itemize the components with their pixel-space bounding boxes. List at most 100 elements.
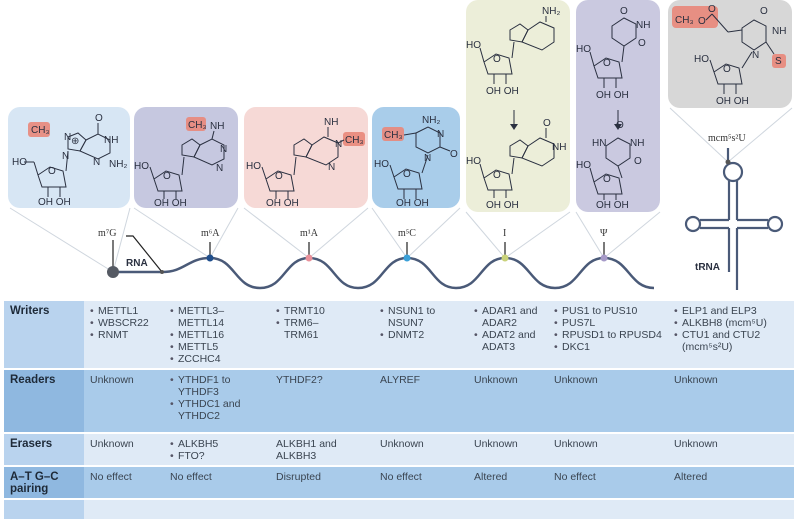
svg-text:O: O xyxy=(95,113,103,124)
svg-text:NH₂: NH₂ xyxy=(422,115,440,126)
row-header: A–T G–C pairing xyxy=(4,465,84,499)
m7g-label: m⁷G xyxy=(98,228,117,239)
svg-text:OH OH: OH OH xyxy=(486,200,519,211)
inosine-marker xyxy=(501,254,509,262)
erasers-m6a: ALKBH5FTO? xyxy=(170,438,264,462)
svg-text:CH₃: CH₃ xyxy=(31,125,50,136)
svg-text:CH₃: CH₃ xyxy=(384,130,403,141)
mcm5s2u-label: mcm⁵s²U xyxy=(708,133,746,144)
svg-text:NH₂: NH₂ xyxy=(109,159,127,170)
svg-text:NH₂: NH₂ xyxy=(542,6,560,17)
rna-label: RNA xyxy=(126,258,148,269)
pairing-pseudouridine: No effect xyxy=(548,465,668,499)
svg-text:N: N xyxy=(64,132,71,143)
adenosine-to-inosine-icon: NH₂ HOO OH OH HOO OH OH ONH xyxy=(466,6,566,211)
svg-text:O: O xyxy=(698,16,706,27)
svg-text:O: O xyxy=(708,4,716,15)
m1a-structure-icon: CH₃ NH HOO OH OH NN xyxy=(246,117,365,208)
pairing-m1a: Disrupted xyxy=(270,465,374,499)
svg-text:HO: HO xyxy=(576,44,591,55)
svg-text:N: N xyxy=(62,151,69,162)
trna-label: tRNA xyxy=(695,262,720,273)
readers-m6a: YTHDF1 to YTHDF3YTHDC1 and YTHDC2 xyxy=(170,374,264,422)
svg-text:OH OH: OH OH xyxy=(716,96,749,107)
svg-text:O: O xyxy=(163,171,171,182)
svg-text:HO: HO xyxy=(12,157,27,168)
m5c-marker xyxy=(403,254,411,262)
svg-text:O: O xyxy=(48,166,56,177)
rna-wave-diagram xyxy=(9,107,793,290)
svg-text:O: O xyxy=(603,174,611,185)
m1a-label: m¹A xyxy=(300,228,318,239)
table-row-readers: Readers Unknown YTHDF1 to YTHDF3YTHDC1 a… xyxy=(4,368,794,433)
row-header: Readers xyxy=(4,368,84,433)
pairing-m5c: No effect xyxy=(374,465,468,499)
erasers-pseudouridine: Unknown xyxy=(548,432,668,466)
modification-diagram: m⁷G m⁶A m¹A m⁵C I Ψ mcm⁵s²U RNA tRNA CH₃… xyxy=(8,0,793,290)
svg-text:N: N xyxy=(93,157,100,168)
pairing-inosine: Altered xyxy=(468,465,548,499)
erasers-m5c: Unknown xyxy=(374,432,468,466)
row-header: Writers xyxy=(4,301,84,369)
pairing-mcm5s2u: Altered xyxy=(668,465,794,499)
svg-text:N: N xyxy=(216,163,223,174)
svg-text:CH₃: CH₃ xyxy=(188,120,207,131)
svg-text:HO: HO xyxy=(466,156,481,167)
svg-text:S: S xyxy=(775,56,782,67)
pairing-m6a: No effect xyxy=(164,465,270,499)
svg-text:O: O xyxy=(616,120,624,131)
svg-text:NH: NH xyxy=(552,142,566,153)
svg-text:HO: HO xyxy=(694,54,709,65)
erasers-m1a: ALKBH1 and ALKBH3 xyxy=(270,432,374,466)
table-row-writers: Writers METTL1WBSCR22RNMT METTL3–METTL14… xyxy=(4,301,794,369)
svg-text:CH₃: CH₃ xyxy=(675,15,694,26)
svg-text:O: O xyxy=(760,6,768,17)
readers-pseudouridine: Unknown xyxy=(548,368,668,433)
svg-text:HO: HO xyxy=(134,161,149,172)
writers-m5c: NSUN1 to NSUN7DNMT2 xyxy=(380,305,462,341)
svg-text:N: N xyxy=(752,50,759,61)
m6a-marker xyxy=(206,254,214,262)
readers-mcm5s2u: Unknown xyxy=(668,368,794,433)
table-row-pairing: A–T G–C pairing No effect No effect Disr… xyxy=(4,465,794,499)
readers-m1a: YTHDF2? xyxy=(270,368,374,433)
inosine-label: I xyxy=(503,228,507,239)
svg-text:O: O xyxy=(723,64,731,75)
svg-text:N: N xyxy=(335,139,342,150)
svg-text:OH OH: OH OH xyxy=(396,198,429,208)
svg-text:O: O xyxy=(493,54,501,65)
svg-text:O: O xyxy=(275,171,283,182)
pseudouridine-label: Ψ xyxy=(600,228,608,239)
svg-text:OH OH: OH OH xyxy=(266,198,299,208)
table-row-erasers: Erasers Unknown ALKBH5FTO? ALKBH1 and AL… xyxy=(4,432,794,466)
svg-text:NH: NH xyxy=(104,135,118,146)
svg-text:O: O xyxy=(638,38,646,49)
svg-text:N: N xyxy=(220,144,227,155)
svg-text:O: O xyxy=(450,149,458,160)
m6a-label: m⁶A xyxy=(201,228,220,239)
svg-text:OH OH: OH OH xyxy=(596,90,629,101)
svg-text:OH OH: OH OH xyxy=(596,200,629,211)
writers-pseudouridine: PUS1 to PUS10PUS7LRPUSD1 to RPUSD4DKC1 xyxy=(554,305,662,353)
svg-text:O: O xyxy=(620,6,628,17)
svg-text:N: N xyxy=(424,153,431,164)
readers-m7g: Unknown xyxy=(84,368,164,433)
svg-text:N: N xyxy=(328,162,335,173)
pairing-m7g: No effect xyxy=(84,465,164,499)
erasers-mcm5s2u: Unknown xyxy=(668,432,794,466)
writers-m1a: TRMT10TRM6– TRM61 xyxy=(276,305,368,341)
svg-text:NH: NH xyxy=(324,117,338,128)
modification-table: Writers METTL1WBSCR22RNMT METTL3–METTL14… xyxy=(4,301,794,519)
svg-text:HO: HO xyxy=(466,40,481,51)
m6a-structure-icon: CH₃ NH HOO OH OH NN xyxy=(134,117,227,208)
pseudouridine-marker xyxy=(600,254,608,262)
writers-m7g: METTL1WBSCR22RNMT xyxy=(90,305,158,341)
